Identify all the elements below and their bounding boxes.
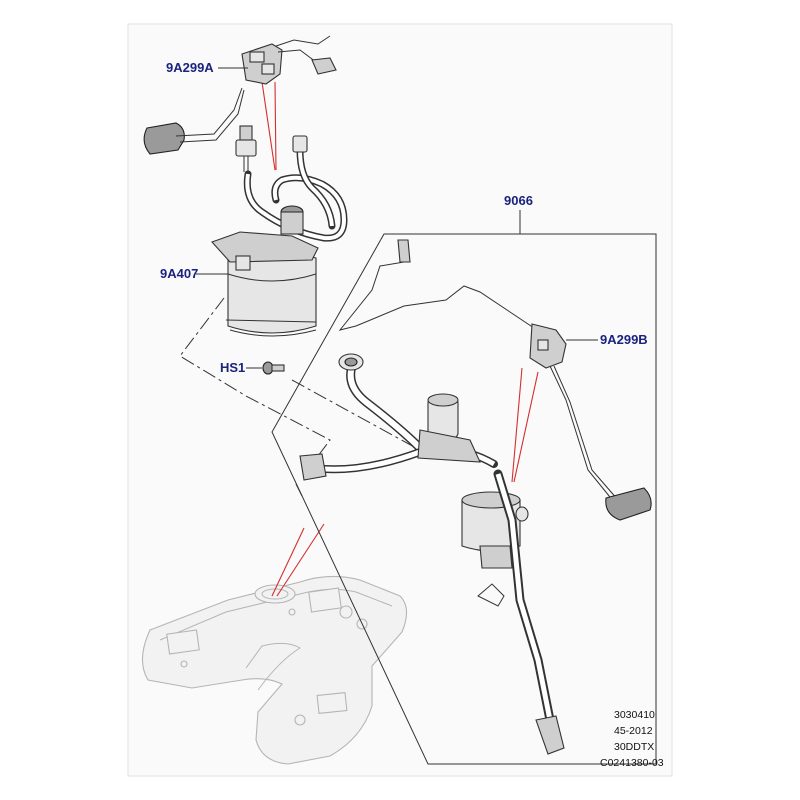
callout-9a299b: 9A299B [600, 332, 648, 347]
fuel-delivery-assembly [295, 239, 652, 755]
reference-code-4: C0241380-03 [600, 757, 664, 769]
callout-9a407: 9A407 [160, 266, 198, 281]
fuel-level-sender-a [143, 35, 337, 155]
reference-code-2: 45-2012 [614, 725, 653, 737]
callout-9a299a: 9A299A [166, 60, 214, 75]
callout-hs1: HS1 [220, 360, 245, 375]
reference-block: 3030410 45-2012 30DDTX C0241380-03 [600, 709, 664, 769]
reference-code-1: 3030410 [614, 709, 655, 721]
fuel-pump-module [196, 125, 348, 337]
screw-hs1 [246, 361, 285, 375]
callout-9066: 9066 [504, 193, 533, 208]
reference-code-3: 30DDTX [614, 741, 654, 753]
fitting-dash-lines [179, 297, 417, 457]
indicator-lines [261, 81, 539, 597]
assembly-frame [271, 210, 657, 765]
fuel-tank-ghost [141, 575, 408, 765]
